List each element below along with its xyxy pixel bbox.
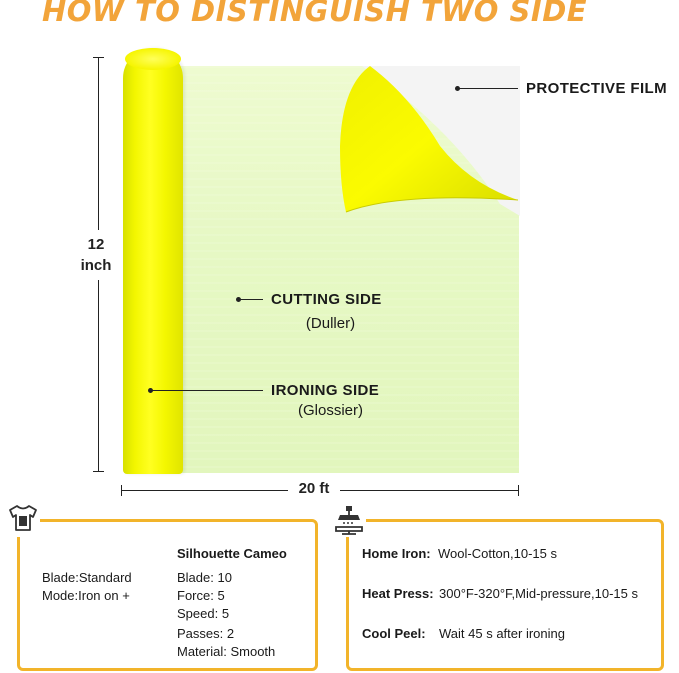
general-mode-setting: Mode:Iron on + <box>42 588 130 603</box>
width-label-backdrop <box>288 482 340 498</box>
machine-material-setting: Material: Smooth <box>177 644 276 659</box>
height-label-unit: inch <box>80 257 112 274</box>
cool-peel-value: Wait 45 s after ironing <box>439 626 565 641</box>
machine-speed-setting: Speed: 5 <box>177 606 230 621</box>
machine-passes-setting: Passes: 2 <box>177 626 235 641</box>
width-dimension-cap-right <box>518 485 519 496</box>
height-dimension-cap-bottom <box>93 471 104 472</box>
cutting-settings-card <box>17 519 318 671</box>
tshirt-icon <box>6 503 40 537</box>
protective-film-leader <box>458 88 518 89</box>
general-blade-setting: Blade:Standard <box>42 570 132 585</box>
ironing-side-leader <box>151 390 263 391</box>
machine-force-setting: Force: 5 <box>177 588 225 603</box>
height-label-backdrop <box>86 230 112 280</box>
height-label: 12 inch <box>70 234 122 276</box>
cutting-side-leader <box>239 299 263 300</box>
protective-film-label: PROTECTIVE FILM <box>526 80 667 97</box>
ironing-side-dot <box>148 388 153 393</box>
machine-blade-setting: Blade: 10 <box>177 570 232 585</box>
heat-press-label: Heat Press: <box>362 586 434 601</box>
cutting-side-label: CUTTING SIDE <box>271 291 382 308</box>
vinyl-roll <box>123 48 183 474</box>
width-label: 20 ft <box>298 480 330 497</box>
height-dimension-cap-top <box>93 57 104 58</box>
cutting-machine-title: Silhouette Cameo <box>177 546 287 561</box>
home-iron-value: Wool-Cotton,10-15 s <box>438 546 557 561</box>
home-iron-label: Home Iron: <box>362 546 431 561</box>
cutting-side-note: (Duller) <box>305 315 356 332</box>
ironing-side-note: (Glossier) <box>297 402 363 419</box>
ironing-side-label: IRONING SIDE <box>271 382 380 399</box>
width-dimension-cap-left <box>121 485 122 496</box>
pressing-settings-card <box>346 519 664 671</box>
height-label-value: 12 <box>87 236 105 253</box>
heat-press-value: 300°F-320°F,Mid-pressure,10-15 s <box>439 586 638 601</box>
heat-press-icon <box>332 503 366 537</box>
page-title: HOW TO DISTINGUISH TWO SIDE <box>42 0 588 28</box>
cutting-side-dot <box>236 297 241 302</box>
protective-film-peel <box>340 66 520 216</box>
vinyl-roll-end <box>125 48 181 70</box>
protective-film-dot <box>455 86 460 91</box>
cool-peel-label: Cool Peel: <box>362 626 426 641</box>
